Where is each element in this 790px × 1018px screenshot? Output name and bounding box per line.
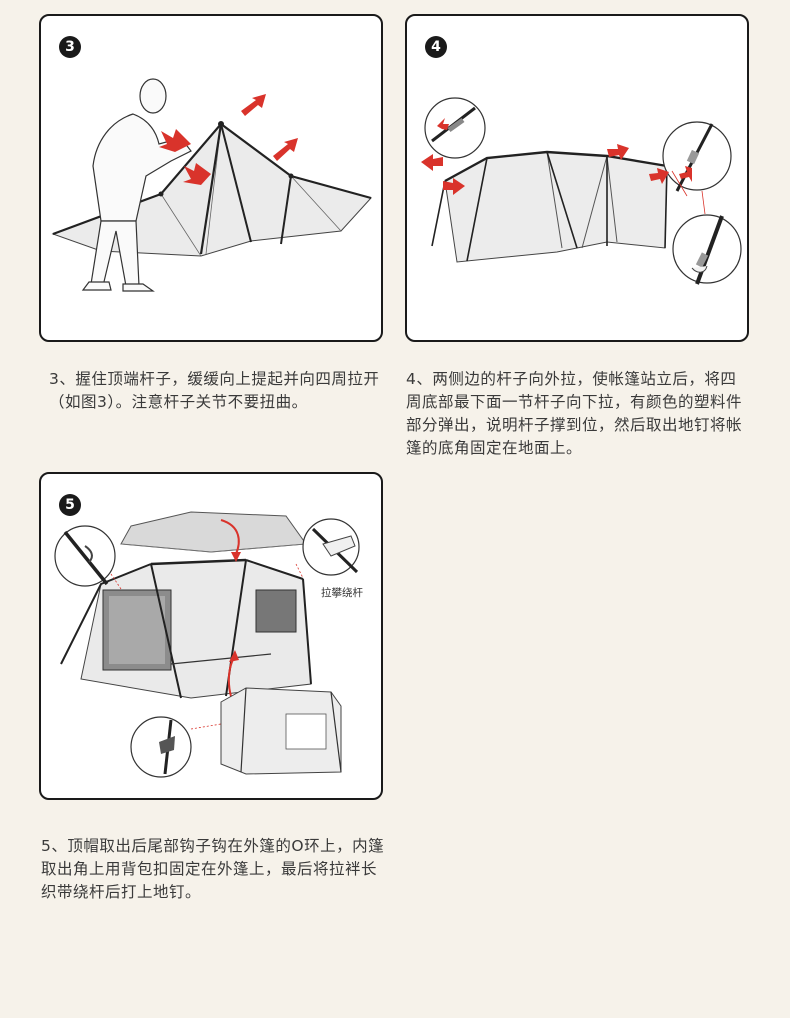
step-4-badge: 4	[425, 36, 447, 58]
step-3-illustration-panel: 3	[39, 14, 383, 342]
step-5-illustration-panel: 5 拉攀绕杆	[39, 472, 383, 800]
person-lifting-tent-illustration	[51, 78, 372, 292]
tent-standing-illustration	[421, 97, 742, 285]
pull-strap-around-pole-label: 拉攀绕杆	[321, 586, 363, 599]
tent-with-canopy-illustration: 拉攀绕杆	[54, 511, 363, 778]
step-4-caption: 4、两侧边的杆子向外拉，使帐篷站立后，将四周底部最下面一节杆子向下拉，有颜色的塑…	[406, 370, 743, 457]
step-3-badge: 3	[59, 36, 81, 58]
step-4-illustration-panel: 4	[405, 14, 749, 342]
step-3-caption: 3、握住顶端杆子，缓缓向上提起并向四周拉开（如图3）。注意杆子关节不要扭曲。	[49, 370, 380, 411]
step-5-badge: 5	[59, 494, 81, 516]
step-5-caption: 5、顶帽取出后尾部钩子钩在外篷的O环上，内篷取出角上用背包扣固定在外篷上，最后将…	[41, 837, 385, 901]
